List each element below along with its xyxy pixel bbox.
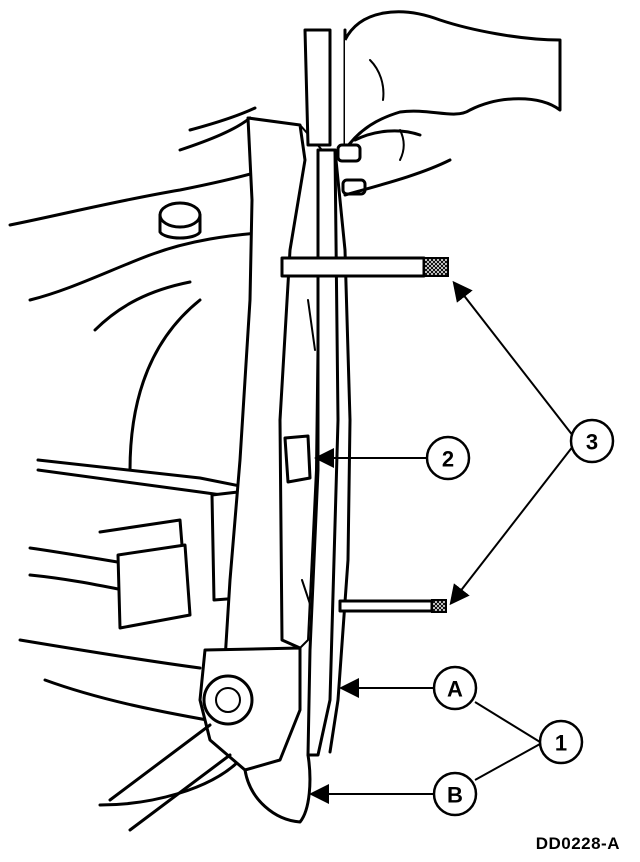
rotor-assembly (108, 116, 352, 832)
figure-id: DD0228-A (535, 834, 620, 853)
callout-b-label: B (447, 783, 463, 808)
callout-1-label: 1 (555, 731, 567, 756)
callout-3: 3 (569, 418, 615, 464)
callout-2-label: 2 (442, 447, 454, 472)
hand-with-gauge (303, 10, 562, 197)
callout-a: A (432, 665, 478, 711)
callout-a-label: A (447, 677, 463, 702)
feeler-bars (280, 256, 449, 613)
callout-3-label: 3 (586, 430, 598, 455)
callout-1: 1 (538, 719, 584, 765)
leader-lines (309, 280, 578, 804)
callout-b: B (432, 771, 478, 817)
callout-2: 2 (425, 435, 471, 481)
